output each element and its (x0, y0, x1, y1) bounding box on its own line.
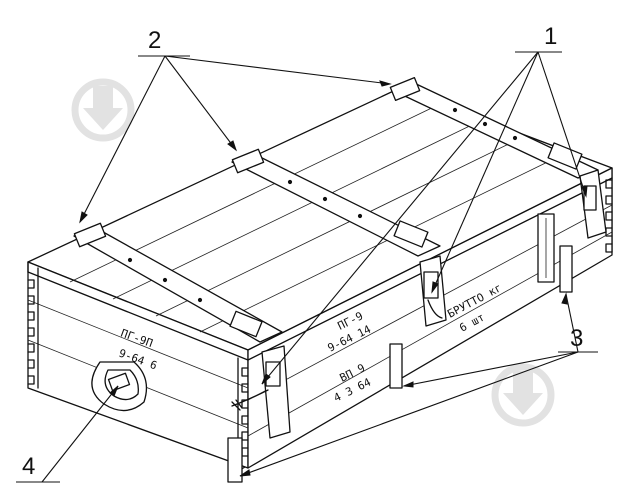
leaders-3 (239, 292, 598, 477)
bracket-side-2 (559, 245, 573, 293)
strap-middle (231, 148, 441, 257)
callout-4: 4 (22, 453, 35, 480)
bracket-front-corner (227, 437, 243, 483)
latch-front (231, 345, 291, 439)
leaders-1 (261, 51, 588, 385)
strap-front (73, 222, 283, 343)
callout-1: 1 (544, 23, 557, 50)
finger-joints (27, 179, 613, 457)
watermark-icon-left (71, 78, 135, 142)
bracket-side-1 (537, 213, 555, 283)
callout-2: 2 (148, 27, 161, 54)
callout-3: 3 (570, 325, 583, 352)
watermark-icon-right (491, 363, 555, 427)
leaders-2 (79, 55, 392, 224)
leaders-4 (16, 385, 119, 483)
bracket-side-3 (389, 343, 403, 389)
